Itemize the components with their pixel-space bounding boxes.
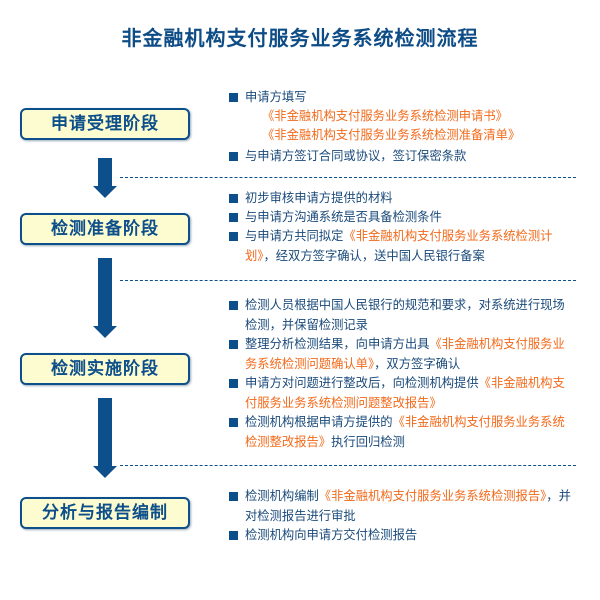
bullet-icon (229, 232, 238, 241)
item-text: 申请方对问题进行整改后，向检测机构提供 (245, 376, 479, 390)
list-item: 与申请方沟通系统是否具备检测条件 (229, 208, 574, 228)
list-item: 申请方填写 (229, 88, 574, 108)
stage-box-application: 申请受理阶段 (20, 108, 190, 140)
item-text: 检测机构向申请方交付检测报告 (245, 528, 418, 542)
item-text: 与申请方沟通系统是否具备检测条件 (245, 210, 442, 224)
document-name: 《非金融机构支付服务业务系统检测报告》 (318, 489, 547, 503)
list-item: 检测机构编制《非金融机构支付服务业务系统检测报告》，并对检测报告进行审批 (229, 487, 574, 526)
document-name: 《非金融机构支付服务业务系统检测问题整改报告》 (245, 376, 565, 410)
document-name: 《非金融机构支付服务业务系统检测申请书》 (262, 109, 508, 123)
list-item: 整理分析检测结果，向申请方出具《非金融机构支付服务业务系统检测问题确认单》，双方… (229, 335, 574, 374)
item-text: 与申请方共同拟定 (245, 229, 344, 243)
page-title: 非金融机构支付服务业务系统检测流程 (121, 26, 479, 50)
item-text: 执行回归检测 (331, 434, 405, 449)
item-text: 申请方填写 (245, 90, 307, 104)
bullet-icon (229, 418, 238, 427)
item-text: 初步审核申请方提供的材料 (245, 191, 393, 205)
item-text: ，双方签字确认 (374, 356, 461, 371)
bullet-icon (229, 213, 238, 222)
document-name: 《非金融机构支付服务业务系统检测问题确认单》 (245, 337, 565, 371)
bullet-icon (229, 531, 238, 540)
item-text: ，经双方签字确认，送中国人民银行备案 (263, 248, 485, 263)
stage-box-report: 分析与报告编制 (20, 497, 190, 529)
section-divider (120, 280, 576, 281)
item-text: 检测人员根据中国人民银行的规范和要求，对系统进行现场检测，并保留检测记录 (245, 298, 565, 332)
item-text: 与申请方签订合同或协议，签订保密条款 (245, 149, 467, 163)
list-item: 与申请方签订合同或协议，签订保密条款 (229, 147, 574, 167)
document-name: 《非金融机构支付服务业务系统检测计划》 (245, 229, 553, 263)
document-name: 《非金融机构支付服务业务系统检测整改报告》 (245, 415, 565, 449)
stage-box-preparation: 检测准备阶段 (20, 213, 190, 245)
document-name: 《非金融机构支付服务业务系统检测准备清单》 (262, 128, 521, 142)
item-text: 检测机构编制 (245, 489, 319, 503)
item-text: 整理分析检测结果，向申请方出具 (245, 337, 430, 351)
item-text: 检测机构根据申请方提供的 (245, 415, 393, 429)
list-item: 与申请方共同拟定《非金融机构支付服务业务系统检测计划》，经双方签字确认，送中国人… (229, 227, 574, 266)
list-item: 检测机构向申请方交付检测报告 (229, 526, 574, 546)
down-arrow-icon (93, 258, 117, 338)
stage-box-implementation: 检测实施阶段 (20, 353, 190, 385)
list-item: 初步审核申请方提供的材料 (229, 189, 574, 209)
bullet-icon (229, 194, 238, 203)
bullet-icon (229, 492, 238, 501)
list-item: 检测人员根据中国人民银行的规范和要求，对系统进行现场检测，并保留检测记录 (229, 296, 574, 335)
bullet-icon (229, 152, 238, 161)
bullet-icon (229, 379, 238, 388)
bullet-icon (229, 340, 238, 349)
down-arrow-icon (93, 158, 117, 198)
item-text: ，并对检测报告进行审批 (245, 489, 571, 523)
list-item: 检测机构根据申请方提供的《非金融机构支付服务业务系统检测整改报告》执行回归检测 (229, 413, 574, 452)
section-divider (120, 465, 576, 466)
list-item: 申请方对问题进行整改后，向检测机构提供《非金融机构支付服务业务系统检测问题整改报… (229, 374, 574, 413)
down-arrow-icon (93, 398, 117, 478)
bullet-icon (229, 301, 238, 310)
bullet-icon (229, 93, 238, 102)
section-divider (120, 177, 576, 178)
